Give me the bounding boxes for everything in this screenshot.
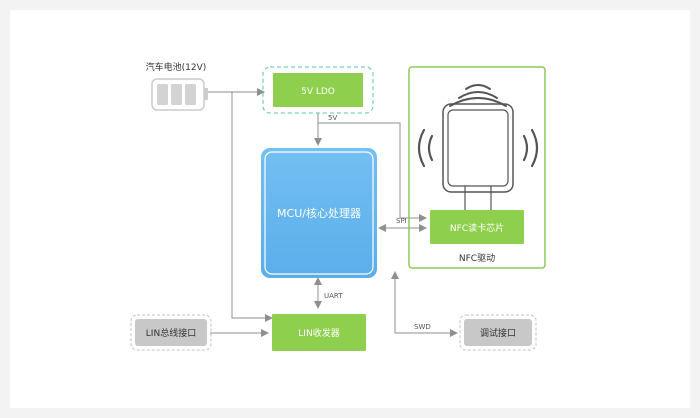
wire-swd — [391, 271, 458, 337]
mcu-box — [261, 148, 377, 278]
nfc-chip-box — [430, 210, 524, 244]
lin-interface-block: LIN总线接口 — [130, 314, 212, 351]
lin-transceiver-box — [272, 314, 366, 351]
label-5v: 5V — [328, 114, 337, 122]
nfc-group-frame — [408, 66, 546, 269]
nfc-chip-label: NFC读卡芯片 — [450, 222, 504, 234]
debug-interface-block: 调试接口 — [459, 314, 537, 351]
nfc-group-label: NFC驱动 — [459, 253, 495, 264]
lin-transceiver-label: LIN收发器 — [298, 327, 339, 339]
ldo-dashed-border — [262, 66, 374, 114]
label-uart: UART — [324, 292, 343, 300]
battery-terminal — [204, 88, 208, 100]
battery-cell-2 — [171, 84, 182, 105]
diagram-canvas: 5V SPI UART SWD 汽车电池(12V) 5V LDO MCU/核心处… — [10, 10, 690, 408]
lin-transceiver-block: LIN收发器 — [272, 314, 366, 351]
label-spi: SPI — [396, 217, 407, 225]
lin-interface-label: LIN总线接口 — [146, 327, 196, 339]
battery-label: 汽车电池(12V) — [146, 61, 207, 73]
nfc-antenna-icon — [417, 84, 539, 211]
block-diagram: 5V SPI UART SWD 汽车电池(12V) 5V LDO MCU/核心处… — [130, 61, 546, 351]
lin-interface-box — [135, 319, 207, 346]
mcu-block: MCU/核心处理器 — [261, 148, 377, 278]
debug-interface-box — [464, 319, 532, 346]
ldo-label: 5V LDO — [301, 87, 335, 97]
label-swd: SWD — [414, 323, 431, 331]
battery-cell-3 — [185, 84, 196, 105]
mcu-inner-border — [264, 151, 374, 275]
nfc-driver-group: NFC读卡芯片 NFC驱动 — [408, 66, 546, 269]
debug-interface-label: 调试接口 — [480, 327, 516, 339]
wire-battery-to-lin — [231, 92, 273, 322]
mcu-label: MCU/核心处理器 — [277, 206, 361, 220]
ldo-box — [273, 73, 363, 107]
wire-5v-rail — [318, 122, 427, 222]
ldo-block: 5V LDO — [262, 66, 374, 114]
connections — [202, 88, 458, 337]
battery-cell-1 — [157, 84, 168, 105]
battery-block: 汽车电池(12V) — [146, 61, 208, 111]
debug-interface-border — [459, 314, 537, 351]
